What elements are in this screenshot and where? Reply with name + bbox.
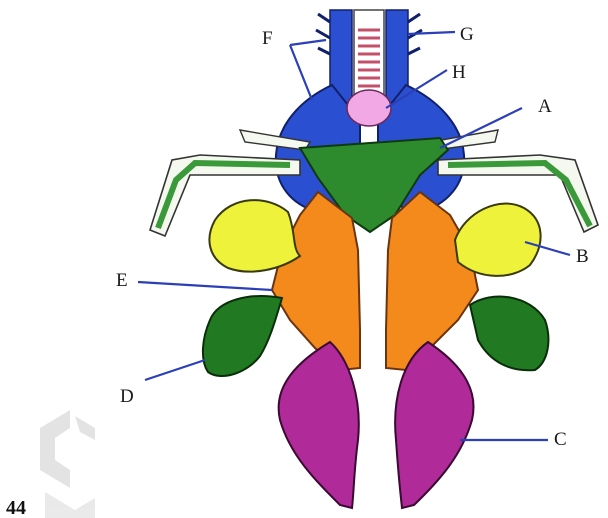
magenta-lobes (279, 342, 474, 508)
label-b: B (576, 246, 589, 267)
label-g: G (460, 24, 474, 45)
label-a: A (538, 96, 552, 117)
label-f: F (262, 28, 273, 49)
page-number: 44 (6, 497, 26, 518)
label-c: C (554, 429, 567, 450)
trachea (354, 10, 384, 100)
label-h: H (452, 62, 466, 83)
label-e: E (116, 270, 128, 291)
label-d: D (120, 386, 134, 407)
watermark-logo (40, 410, 95, 518)
dark-green-lobes (203, 296, 549, 376)
structure-h (347, 90, 391, 126)
